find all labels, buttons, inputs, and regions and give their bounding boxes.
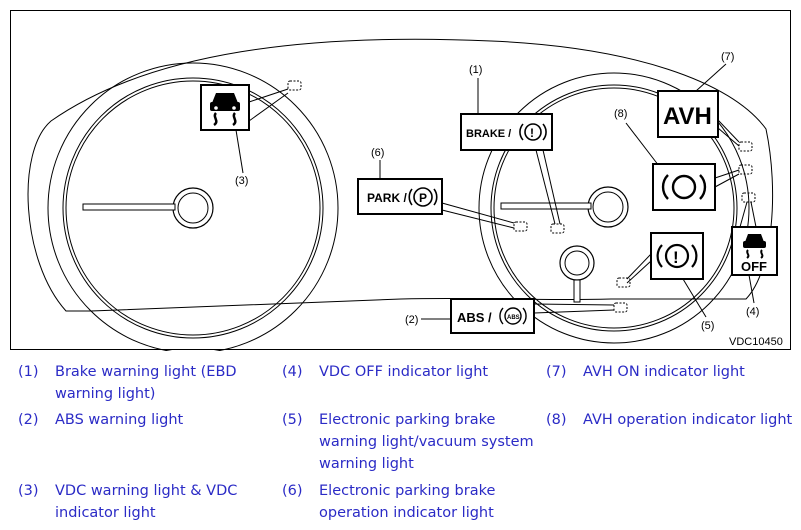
figure-code: VDC10450 — [729, 336, 783, 348]
right-gauge-needle — [500, 202, 592, 210]
avh-on-location — [738, 141, 753, 152]
right-gauge-hub — [587, 186, 629, 228]
callout-2: (2) — [405, 314, 418, 326]
callout-5: (5) — [701, 320, 714, 332]
svg-text:!: ! — [530, 126, 534, 140]
svg-text:!: ! — [673, 248, 679, 267]
legend-num: (3) — [18, 483, 39, 499]
legend-num: (8) — [546, 412, 567, 428]
left-gauge-outer — [47, 62, 339, 351]
legend-text: Brake warning light (EBD warning light) — [55, 364, 237, 402]
left-gauge-inner — [65, 80, 321, 336]
legend-text: AVH ON indicator light — [583, 364, 745, 380]
left-gauge-needle — [82, 203, 176, 211]
cluster-outline — [27, 38, 774, 312]
svg-text:P: P — [419, 191, 427, 205]
left-gauge-hub — [172, 187, 214, 229]
park-indicator-symbol: PARK / P — [357, 178, 443, 215]
legend-text: Electronic parking brake operation indic… — [319, 483, 496, 521]
callout-3: (3) — [235, 175, 248, 187]
legend-num: (4) — [282, 364, 303, 380]
brake-indicator-location — [550, 223, 565, 234]
legend-text: Electronic parking brake warning light/v… — [319, 412, 534, 472]
brake-warning-symbol: BRAKE / ! — [460, 113, 553, 151]
abs-indicator-location — [613, 302, 628, 313]
epb-warning-location — [616, 277, 631, 288]
right-gauge-outer — [478, 72, 750, 344]
left-gauge-ring — [62, 77, 324, 339]
svg-text:ABS /: ABS / — [457, 310, 492, 325]
legend-text: ABS warning light — [55, 412, 184, 428]
avh-on-symbol: AVH — [657, 90, 719, 138]
legend-text: VDC warning light & VDC indicator light — [55, 483, 238, 521]
svg-text:OFF: OFF — [741, 259, 767, 274]
vdc-off-symbol: OFF — [731, 226, 778, 276]
legend-num: (6) — [282, 483, 303, 499]
svg-text:BRAKE /: BRAKE / — [466, 128, 511, 140]
vdc-off-location — [741, 192, 756, 203]
vdc-warning-icon — [200, 84, 250, 131]
legend-num: (1) — [18, 364, 39, 380]
callout-4: (4) — [746, 306, 759, 318]
avh-operation-symbol — [652, 163, 716, 211]
right-gauge-inner — [493, 87, 735, 329]
legend-num: (2) — [18, 412, 39, 428]
svg-text:PARK /: PARK / — [367, 191, 407, 205]
svg-text:ABS: ABS — [507, 315, 520, 321]
epb-warning-symbol: ! — [650, 232, 704, 280]
instrument-cluster-diagram: (3) (6) PARK / P (1) BRAKE / ! ABS / ABS… — [10, 10, 791, 351]
callout-6: (6) — [371, 147, 384, 159]
legend-text: VDC OFF indicator light — [319, 364, 489, 380]
callout-1: (1) — [469, 64, 482, 76]
legend-num: (5) — [282, 412, 303, 428]
callout-8: (8) — [614, 108, 627, 120]
park-indicator-location — [513, 221, 528, 232]
svg-text:AVH: AVH — [663, 103, 712, 130]
abs-warning-symbol: ABS / ABS — [450, 298, 535, 334]
legend-num: (7) — [546, 364, 567, 380]
right-gauge-ring — [490, 84, 738, 332]
vdc-indicator-location — [287, 80, 302, 91]
callout-7: (7) — [721, 51, 734, 63]
avh-operation-location — [738, 164, 753, 175]
legend-text: AVH operation indicator light — [583, 412, 793, 428]
legend: (1) Brake warning light (EBD warning lig… — [0, 357, 801, 530]
